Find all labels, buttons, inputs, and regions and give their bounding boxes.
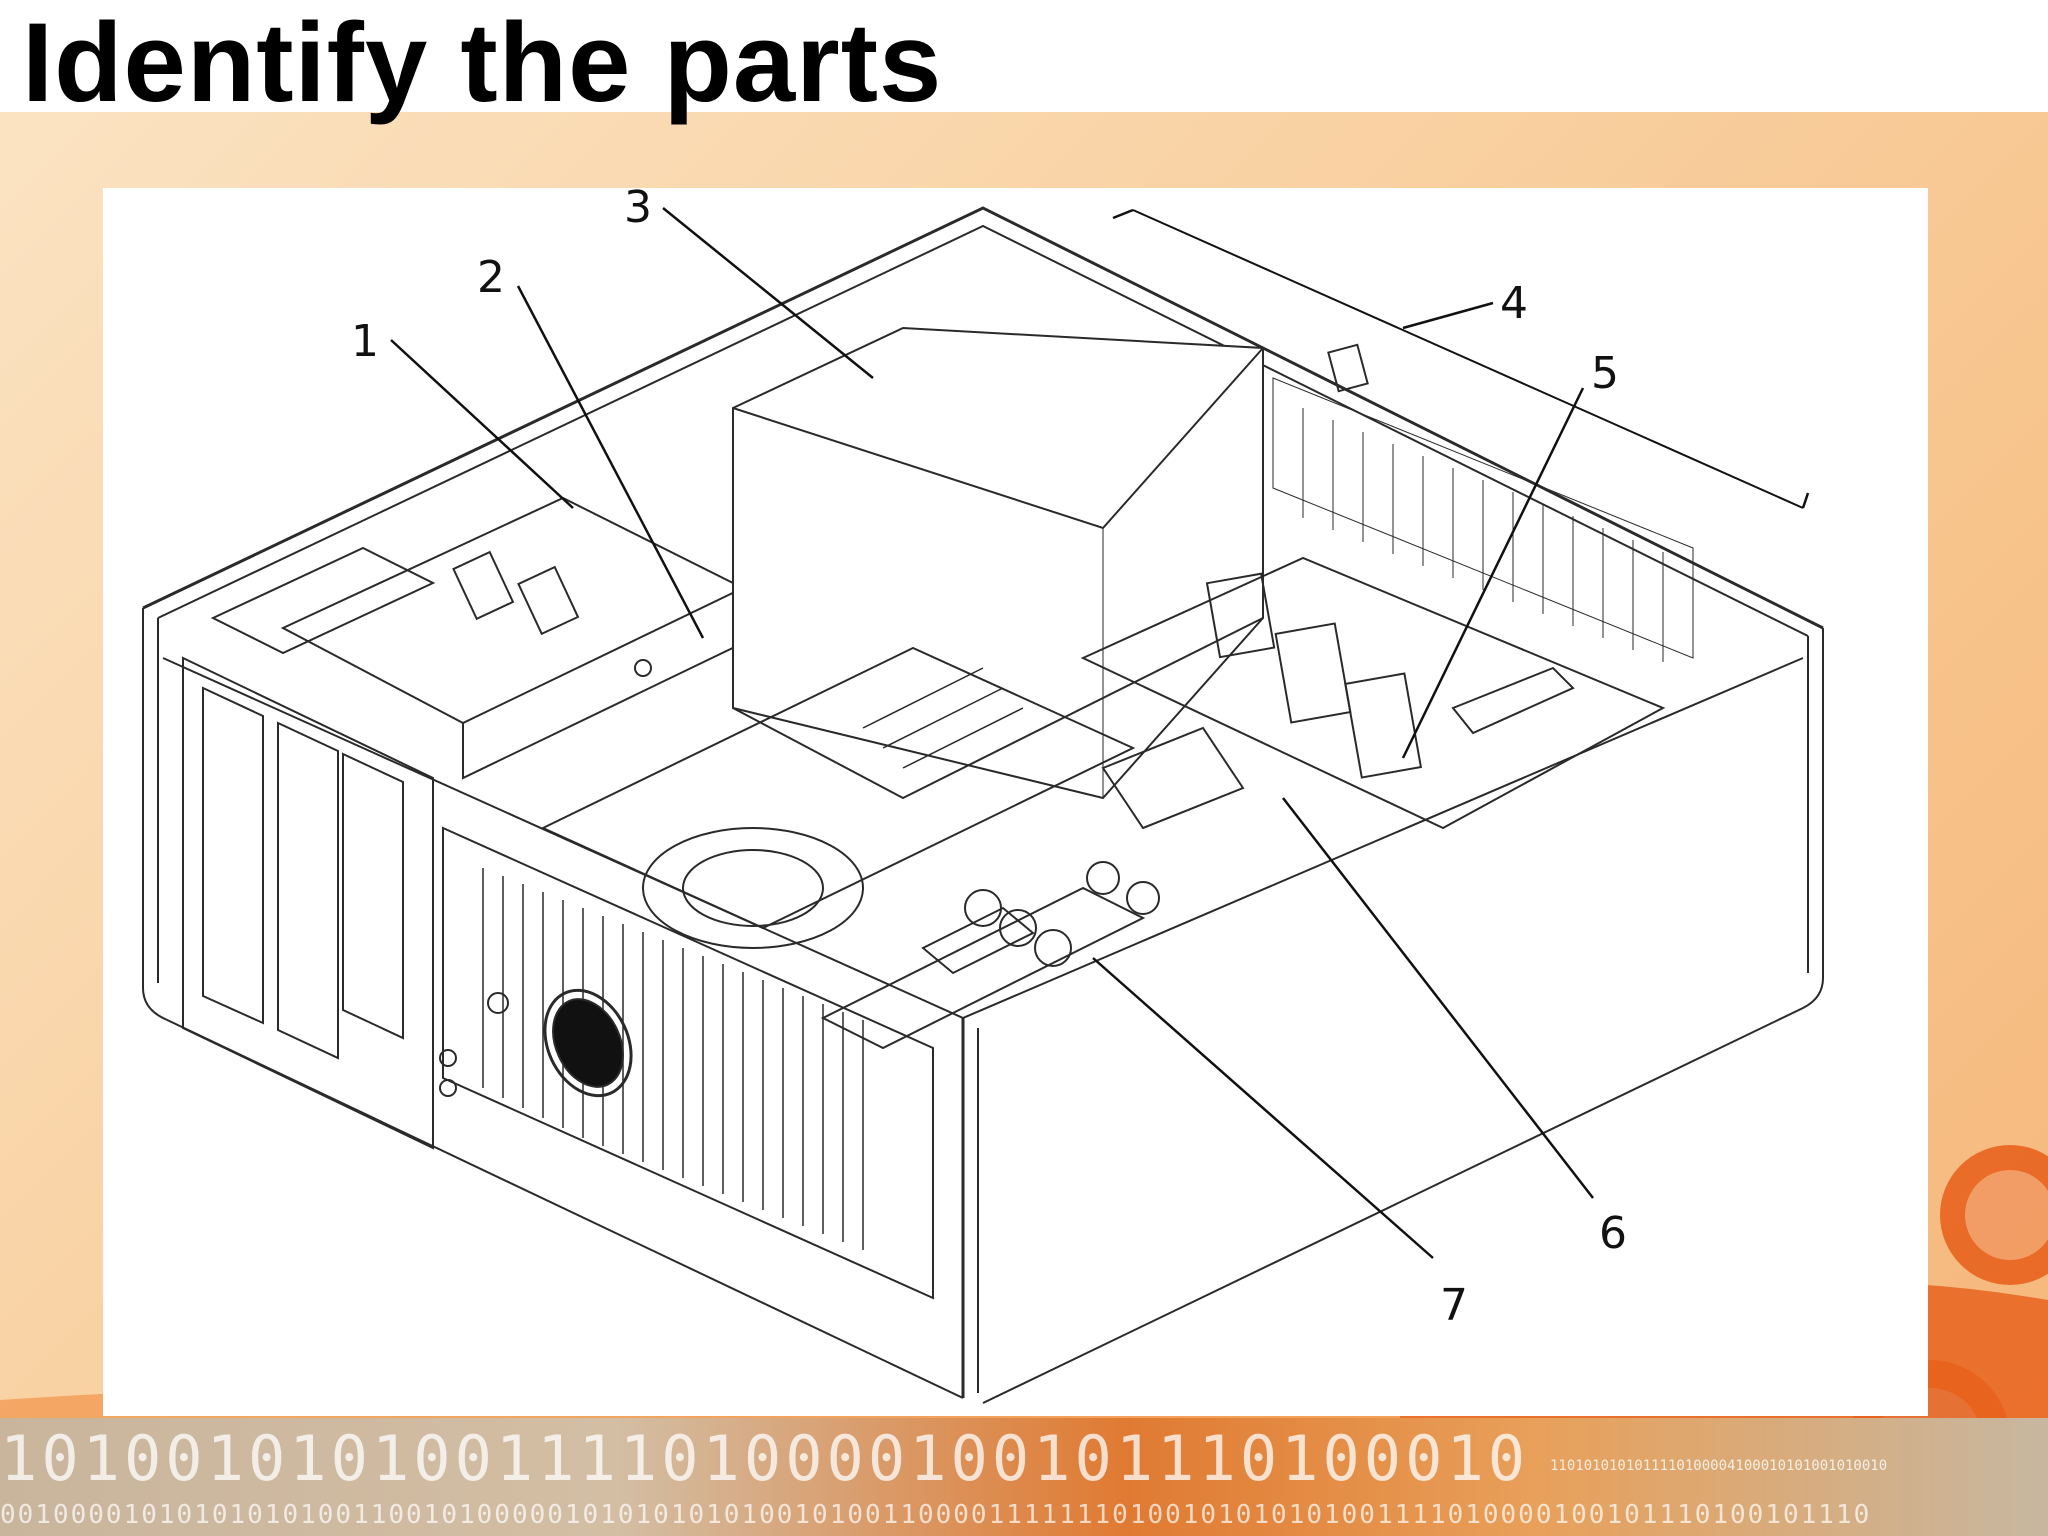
page-title: Identify the parts: [22, 0, 943, 125]
callout-2: 2: [477, 252, 505, 303]
binary-text-bottom: 0010000101010101010011001010000010101010…: [0, 1500, 1872, 1530]
diagram-frame: 1 2 3 4 5 6 7: [103, 188, 1928, 1416]
callout-5: 5: [1591, 348, 1619, 399]
binary-decor-strip: 1010010101001111010000100101110100010 11…: [0, 1418, 2048, 1536]
heatsink-fan: [540, 646, 1136, 949]
callout-6: 6: [1599, 1208, 1627, 1259]
binary-text-small: 1101010101011110100004100010101001010010: [1550, 1458, 1888, 1474]
callout-3: 3: [624, 188, 652, 233]
callout-4: 4: [1500, 278, 1528, 329]
power-supply: [732, 326, 1264, 800]
drive-bay: [210, 496, 746, 780]
computer-case-diagram: 1 2 3 4 5 6 7: [142, 188, 1824, 1404]
expansion-slots: [1272, 343, 1694, 662]
binary-text-large: 1010010101001111010000100101110100010: [0, 1422, 1530, 1495]
lower-board: [820, 886, 1146, 1050]
title-band: [0, 0, 2048, 112]
motherboard: [964, 556, 1666, 967]
dell-logo-fill: [552, 998, 624, 1088]
callout-1: 1: [351, 316, 379, 367]
callout-7: 7: [1440, 1280, 1468, 1331]
case-outline: [142, 206, 1824, 1404]
callout-leaders: [390, 207, 1810, 1259]
dell-logo: [543, 988, 633, 1098]
